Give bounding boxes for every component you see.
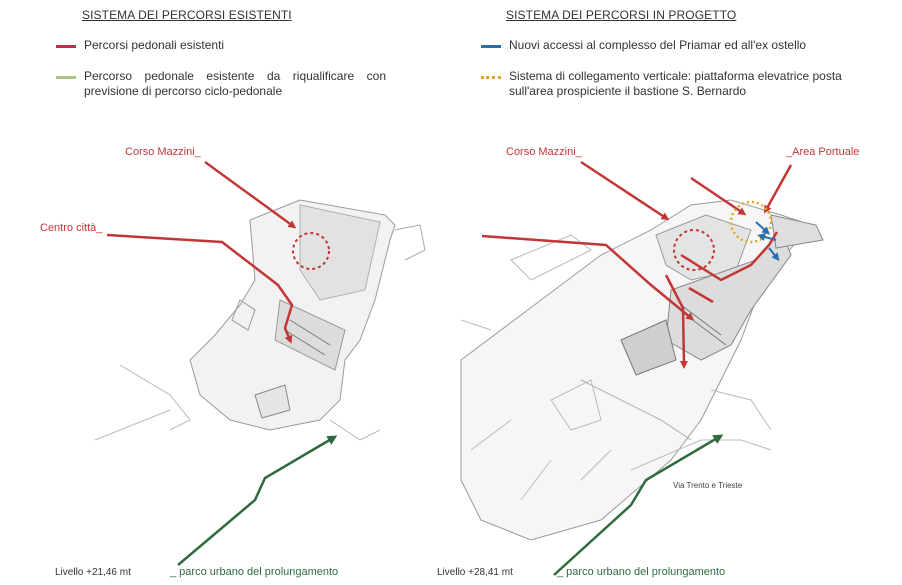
legend-green-line — [56, 76, 76, 79]
left-panel: SISTEMA DEI PERCORSI ESISTENTI Percorsi … — [40, 8, 426, 578]
label-via-trento-trieste: Via Trento e Trieste — [673, 481, 743, 490]
legend-text: Sistema di collegamento verticale: piatt… — [509, 69, 842, 98]
legend-item-existing-paths: Percorsi pedonali esistenti — [56, 38, 386, 53]
new-access-arrows — [755, 221, 780, 262]
site-sketch — [460, 199, 824, 541]
green-path — [553, 434, 724, 576]
junction-circle — [292, 232, 330, 270]
label-livello: Livello +28,41 mt — [437, 567, 513, 578]
legend-blue-line — [481, 45, 501, 48]
green-path — [177, 435, 338, 566]
legend-text: Percorsi pedonali esistenti — [84, 38, 225, 52]
junction-circle — [673, 229, 715, 271]
left-map — [94, 160, 426, 566]
legend-item-requalify-path: Percorso pedonale esistente da riqualifi… — [56, 69, 386, 99]
port-arrow — [764, 164, 793, 214]
existing-pedestrian-paths — [481, 160, 779, 369]
label-corso-mazzini: Corso Mazzini_ — [506, 146, 582, 158]
left-heading: SISTEMA DEI PERCORSI ESISTENTI — [82, 8, 292, 22]
legend-yellow-dotted — [481, 76, 501, 79]
label-livello: Livello +21,46 mt — [55, 567, 131, 578]
existing-pedestrian-paths — [106, 160, 297, 344]
legend-text: Percorso pedonale esistente da riqualifi… — [84, 69, 386, 98]
label-area-portuale: _Area Portuale — [786, 146, 860, 158]
label-parco: _ parco urbano del prolungamento — [170, 566, 339, 578]
label-corso-mazzini: Corso Mazzini_ — [125, 146, 201, 158]
right-panel: SISTEMA DEI PERCORSI IN PROGETTO Nuovi a… — [437, 0, 902, 585]
label-parco: _ parco urbano del prolungamento — [557, 566, 726, 578]
legend-item-vertical-lift: Sistema di collegamento verticale: piatt… — [481, 69, 861, 99]
lift-circle — [729, 200, 773, 244]
corso-arrow — [690, 176, 747, 216]
label-centro-citta: Centro città_ — [40, 222, 103, 234]
site-sketch — [94, 199, 426, 441]
right-map — [460, 160, 824, 576]
right-heading: SISTEMA DEI PERCORSI IN PROGETTO — [506, 8, 737, 22]
legend-text: Nuovi accessi al complesso del Priamar e… — [509, 38, 807, 52]
legend-item-new-access: Nuovi accessi al complesso del Priamar e… — [481, 38, 871, 53]
legend-red-line — [56, 45, 76, 48]
